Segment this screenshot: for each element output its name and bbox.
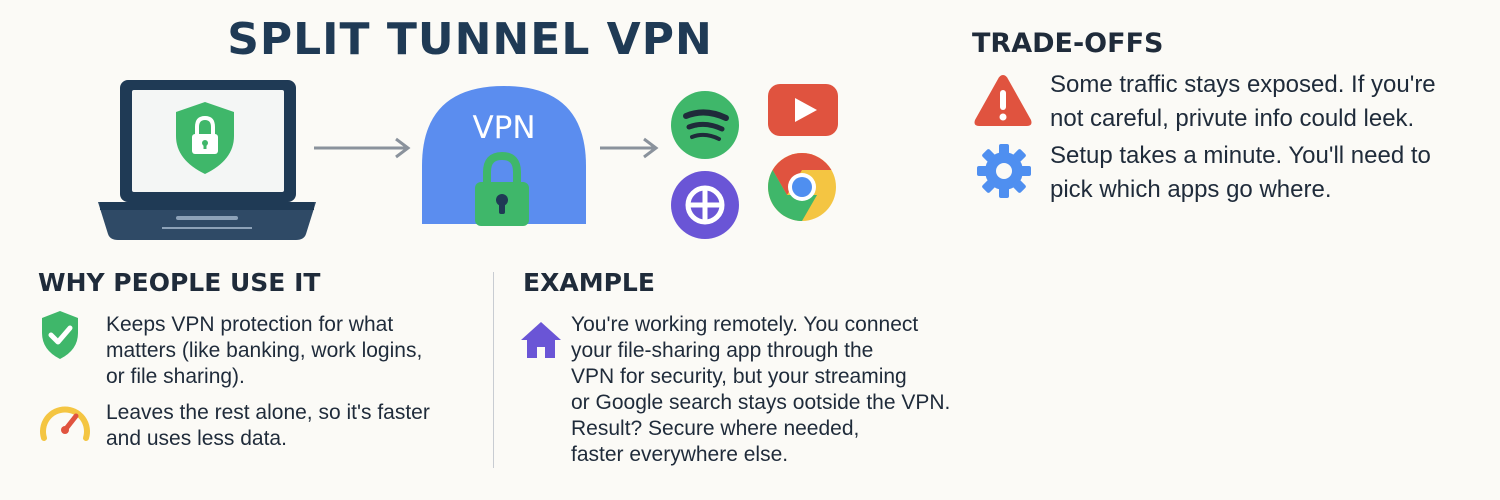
shield-lock-icon [172,100,238,176]
why-text: or file sharing). [106,365,245,388]
example-text: You're working remotely. You connect [571,313,919,336]
youtube-icon [767,83,839,137]
trade-off-text: Some traffic stays exposed. If you're [1050,71,1436,98]
speedometer-icon [38,398,92,444]
trade-off-text: Setup takes a minute. You'll need to [1050,142,1431,169]
trade-off-item: Some traffic stays exposed. If you're no… [1050,68,1490,136]
arrow-right-icon [312,136,412,160]
page-title: SPLIT TUNNEL VPN [227,14,713,65]
spotify-icon [670,90,740,160]
trade-off-text: not careful, privute info could leek. [1050,105,1415,132]
globe-icon [670,170,740,240]
why-item: Keeps VPN protection for what matters (l… [106,312,486,390]
section-divider [493,272,494,468]
laptop-icon [92,76,322,246]
example-text: or Google search stays ootside the VPN. [571,391,951,414]
vpn-label: VPN [472,110,536,146]
trade-off-item: Setup takes a minute. You'll need to pic… [1050,139,1490,207]
arrow-right-icon [598,136,660,160]
example-heading: EXAMPLE [523,268,655,297]
example-text: VPN for security, but your streaming [571,365,907,388]
gear-icon [976,143,1032,199]
padlock-icon [469,150,535,230]
trade-offs-heading: TRADE-OFFS [972,28,1164,59]
why-item: Leaves the rest alone, so it's faster an… [106,400,486,452]
why-text: Leaves the rest alone, so it's faster [106,401,430,424]
why-text: Keeps VPN protection for what [106,313,394,336]
example-text-block: You're working remotely. You connect you… [571,312,1001,468]
example-text: faster everywhere else. [571,443,789,466]
why-text: matters (like banking, work logins, [106,339,423,362]
why-text: and uses less data. [106,427,287,450]
why-heading: WHY PEOPLE USE IT [38,268,321,297]
example-text: your file-sharing app through the [571,339,874,362]
chrome-icon [767,152,837,222]
warning-icon [973,72,1033,128]
shield-check-icon [40,310,80,360]
home-icon [520,320,562,360]
example-text: Result? Secure where needed, [571,417,860,440]
trade-off-text: pick which apps go where. [1050,176,1332,203]
